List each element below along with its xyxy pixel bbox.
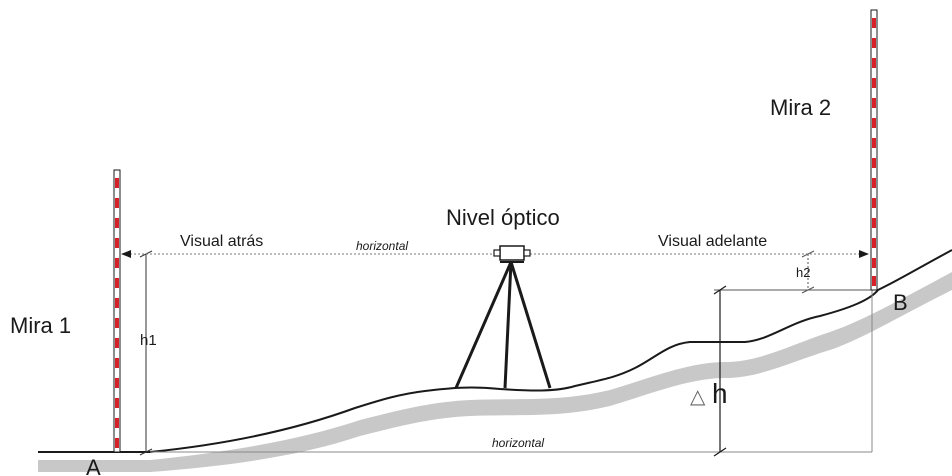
horizontal-top-label: horizontal	[356, 239, 408, 253]
delta-h-tick-top	[713, 285, 727, 295]
point-a-label: A	[86, 455, 101, 476]
ground-line	[38, 249, 952, 453]
delta-h-tick-bottom	[713, 447, 727, 457]
h1-tick-bottom	[139, 448, 153, 456]
h1-label: h1	[140, 332, 157, 349]
delta-h-label: h	[712, 378, 728, 409]
visual-atras-label: Visual atrás	[180, 233, 263, 250]
rod-mira-1	[113, 169, 121, 453]
point-b-label: B	[893, 290, 908, 315]
mira-1-label: Mira 1	[10, 313, 71, 338]
nivel-optico-label: Nivel óptico	[446, 205, 560, 230]
delta-symbol: △	[690, 386, 706, 408]
rod-mira-2	[870, 9, 878, 291]
mira-2-label: Mira 2	[770, 95, 831, 120]
h2-tick-bottom	[801, 286, 815, 294]
h2-label: h2	[796, 265, 810, 280]
level-instrument-icon	[493, 245, 531, 263]
horizontal-bottom-label: horizontal	[492, 436, 544, 450]
visual-adelante-label: Visual adelante	[658, 233, 767, 250]
tripod	[454, 261, 552, 389]
